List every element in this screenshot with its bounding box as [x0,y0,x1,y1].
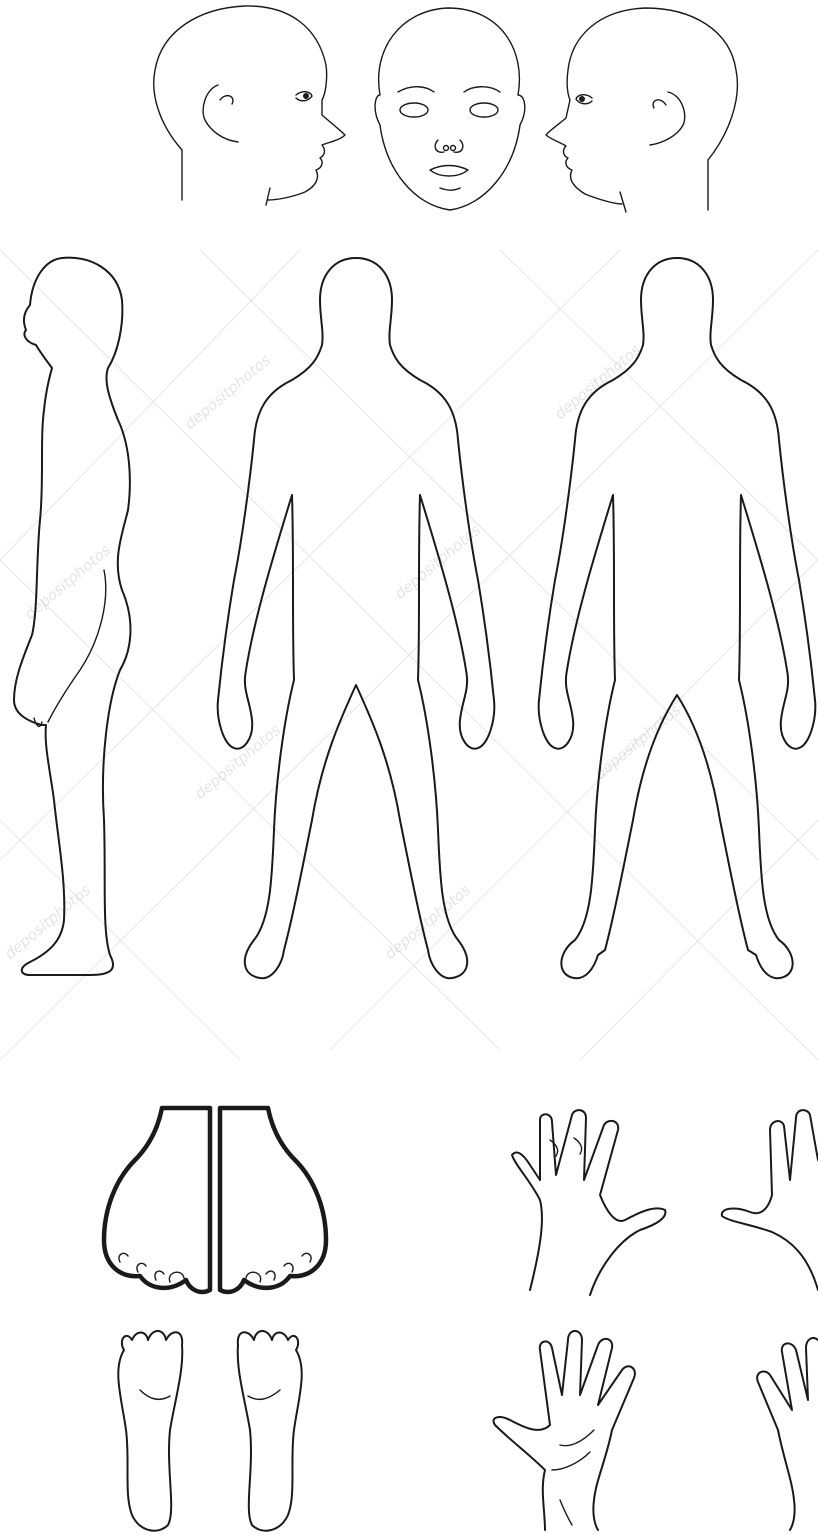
head-profile-right-facing [154,6,345,205]
feet-top-view [104,1108,326,1292]
feet-sole-view [118,1331,301,1531]
eye-icon [579,96,585,102]
svg-text:depositphotos: depositphotos [551,341,644,423]
body-back-view [539,258,816,978]
eye-icon [303,93,309,99]
head-front-view [375,8,525,210]
hands-back-view [512,1110,818,1295]
svg-text:depositphotos: depositphotos [181,351,274,433]
hands-palm-view [493,1331,818,1530]
svg-text:depositphotos: depositphotos [191,721,284,803]
svg-text:depositphotos: depositphotos [591,701,684,783]
head-profile-left-facing [546,8,737,212]
